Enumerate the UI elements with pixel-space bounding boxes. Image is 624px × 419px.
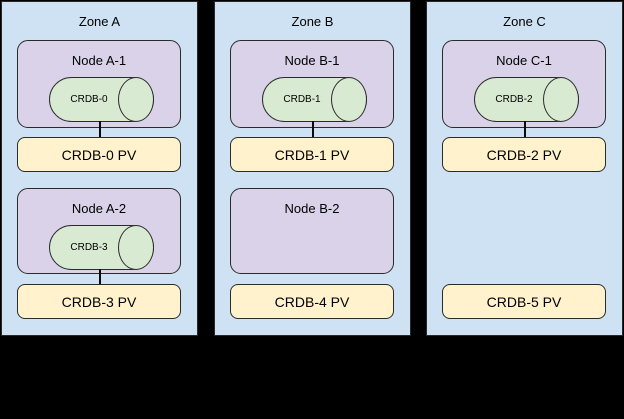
pv-crdb-4: CRDB-4 PV — [230, 284, 394, 319]
node-c-1: Node C-1 CRDB-2 — [442, 40, 606, 128]
cylinder-cap — [543, 77, 579, 122]
pv-crdb-4-label: CRDB-4 PV — [274, 293, 350, 310]
zone-b-title: Zone B — [291, 14, 334, 29]
connector-line — [524, 121, 526, 138]
crdb-1-pod-cylinder: CRDB-1 — [262, 77, 367, 122]
crdb-2-pod-cylinder: CRDB-2 — [474, 77, 579, 122]
node-b-2-label: Node B-2 — [284, 201, 340, 216]
cylinder-cap — [118, 77, 154, 122]
zone-c-title: Zone C — [503, 14, 546, 29]
pv-crdb-3-label: CRDB-3 PV — [61, 293, 137, 310]
crdb-0-pod-cylinder: CRDB-0 — [49, 77, 154, 122]
node-b-1: Node B-1 CRDB-1 — [230, 40, 394, 128]
pv-crdb-2-label: CRDB-2 PV — [486, 146, 562, 163]
crdb-1-pod-label: CRDB-1 — [283, 94, 321, 105]
pv-crdb-2: CRDB-2 PV — [442, 137, 606, 172]
node-a-2: Node A-2 CRDB-3 — [17, 188, 181, 274]
crdb-0-pod-label: CRDB-0 — [70, 94, 108, 105]
pv-crdb-0: CRDB-0 PV — [17, 137, 181, 172]
pv-crdb-1-label: CRDB-1 PV — [274, 146, 350, 163]
zone-c: Zone C Node C-1 CRDB-2 CRDB-2 PV CRDB-5 … — [426, 1, 623, 336]
node-b-2: Node B-2 — [230, 188, 394, 274]
pv-crdb-1: CRDB-1 PV — [230, 137, 394, 172]
connector-line — [99, 121, 101, 138]
crdb-3-pod-cylinder: CRDB-3 — [49, 225, 154, 270]
node-c-1-label: Node C-1 — [496, 53, 552, 68]
pv-crdb-3: CRDB-3 PV — [17, 284, 181, 319]
pv-crdb-5: CRDB-5 PV — [442, 284, 606, 319]
zone-b: Zone B Node B-1 CRDB-1 CRDB-1 PV Node B-… — [214, 1, 411, 336]
zone-a: Zone A Node A-1 CRDB-0 CRDB-0 PV Node A-… — [1, 1, 198, 336]
zone-a-title: Zone A — [78, 14, 121, 29]
connector-line — [312, 121, 314, 138]
connector-line — [99, 269, 101, 285]
node-a-2-label: Node A-2 — [71, 201, 127, 216]
crdb-3-pod-label: CRDB-3 — [70, 242, 108, 253]
node-a-1-label: Node A-1 — [71, 53, 127, 68]
node-b-1-label: Node B-1 — [284, 53, 340, 68]
pv-crdb-0-label: CRDB-0 PV — [61, 146, 137, 163]
cylinder-cap — [331, 77, 367, 122]
crdb-2-pod-label: CRDB-2 — [495, 94, 533, 105]
pv-crdb-5-label: CRDB-5 PV — [486, 293, 562, 310]
cylinder-cap — [118, 225, 154, 270]
node-a-1: Node A-1 CRDB-0 — [17, 40, 181, 128]
